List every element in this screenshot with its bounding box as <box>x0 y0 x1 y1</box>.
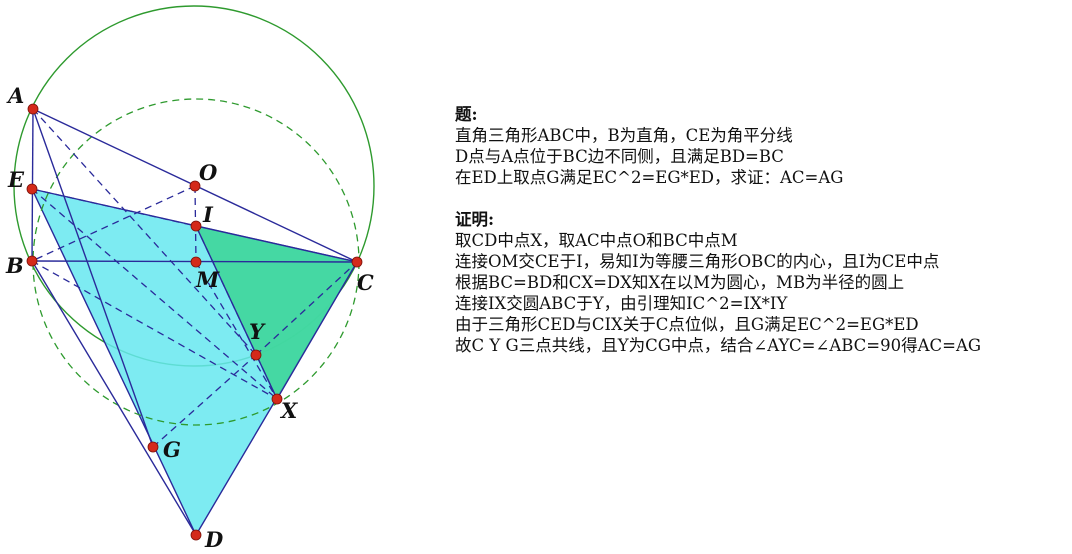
dashed-lines <box>31 108 358 448</box>
problem-line: D点与A点位于BC边不同侧，且满足BD=BC <box>455 147 784 166</box>
segment-bx <box>31 260 278 400</box>
proof-line: 根据BC=BD和CX=DX知X在以M为圆心，MB为半径的圆上 <box>455 273 905 292</box>
point-e <box>26 183 38 195</box>
label-i: I <box>202 202 214 227</box>
triangle-cix <box>194 225 359 401</box>
label-g: G <box>163 437 181 462</box>
triangle-ced <box>30 188 359 537</box>
label-d: D <box>204 527 224 552</box>
text-panel: 题: 直角三角形ABC中，B为直角，CE为角平分线 D点与A点位于BC边不同侧，… <box>455 104 1067 356</box>
point-g <box>147 441 159 453</box>
geometry-figure: A E B O I M C Y X G D <box>5 5 375 552</box>
segment-mx <box>195 261 278 400</box>
point-y <box>250 349 262 361</box>
segment-ix <box>195 225 278 400</box>
problem-line: 直角三角形ABC中，B为直角，CE为角平分线 <box>455 126 793 145</box>
point-x <box>271 393 283 405</box>
segment-ag <box>32 108 154 448</box>
label-m: M <box>195 267 220 292</box>
label-c: C <box>357 270 374 295</box>
proof-line: 取CD中点X，取AC中点O和BC中点M <box>455 231 738 250</box>
point-a <box>27 103 39 115</box>
segment-ob <box>31 185 196 262</box>
label-a: A <box>6 83 24 108</box>
segment-ex <box>31 188 278 400</box>
segment-ay <box>32 108 257 356</box>
segment-yc <box>255 261 358 356</box>
point-b <box>26 255 38 267</box>
segment-bd <box>31 260 197 536</box>
proof-heading: 证明: <box>455 210 495 229</box>
point-o <box>189 180 201 192</box>
label-e: E <box>7 167 25 192</box>
point-m <box>190 256 202 268</box>
problem-line: 在ED上取点G满足EC^2=EG*ED，求证：AC=AG <box>455 168 844 187</box>
label-y: Y <box>249 319 266 344</box>
label-o: O <box>199 160 218 185</box>
proof-line: 故C Y G三点共线，且Y为CG中点，结合∠AYC=∠ABC=90得AC=AG <box>455 336 982 355</box>
points <box>26 103 363 541</box>
segment-ei <box>31 188 197 227</box>
proof-line: 连接OM交CE于I，易知I为等腰三角形OBC的内心，且I为CE中点 <box>455 252 940 271</box>
problem-heading: 题: <box>455 105 478 124</box>
label-b: B <box>5 253 24 278</box>
point-i <box>190 220 202 232</box>
point-d <box>190 529 202 541</box>
label-x: X <box>279 398 298 423</box>
proof-line: 由于三角形CED与CIX关于C点位似，且G满足EC^2=EG*ED <box>455 315 919 334</box>
point-c <box>351 256 363 268</box>
proof-line: 连接IX交圆ABC于Y，由引理知IC^2=IX*IY <box>455 294 788 313</box>
